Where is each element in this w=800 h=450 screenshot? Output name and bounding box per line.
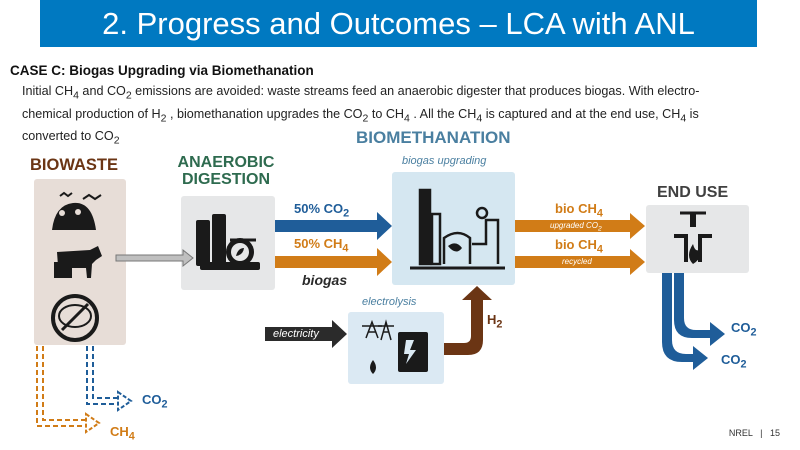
bio-ch4-bottom-label: bio CH4 <box>555 237 603 256</box>
intro-line-2: chemical production of H2 , biomethanati… <box>22 106 699 125</box>
upgraded-co2-label: upgraded CO2 <box>550 221 602 233</box>
co2-50-label: 50% CO2 <box>294 201 350 220</box>
food-waste-icon <box>52 191 102 230</box>
electricity-arrow <box>265 320 347 348</box>
electrolysis-label: electrolysis <box>362 296 417 308</box>
intro-text: Initial CH4 and CO2 emissions are avoide… <box>22 82 767 150</box>
end-use-icon <box>674 211 712 264</box>
petri-dish-icon <box>51 294 99 342</box>
co2-feed-arrow <box>275 212 392 240</box>
avoided-co2-dashed-arrow-outer <box>86 346 118 405</box>
biowaste-to-digester-arrow <box>115 248 194 268</box>
avoided-ch4-dashed-head <box>85 412 101 434</box>
h2-label: H2 <box>487 312 503 331</box>
bio-ch4-top-arrow <box>515 213 645 239</box>
biogas-upgrading-label: biogas upgrading <box>402 155 487 167</box>
avoided-ch4-dashed-arrow-outer <box>42 346 86 421</box>
avoided-co2-label: CO2 <box>142 392 168 411</box>
intro-line-3: converted to CO2 <box>22 129 120 147</box>
h2-arrow <box>444 286 492 355</box>
biogas-label: biogas <box>302 272 348 288</box>
intro-line-1: Initial CH4 and CO2 emissions are avoide… <box>22 84 700 102</box>
footer-org: NREL <box>728 428 753 438</box>
biowaste-label: BIOWASTE <box>30 156 119 174</box>
ch4-50-label: 50% CH4 <box>294 236 349 255</box>
biomethanation-plant-icon <box>410 188 505 270</box>
enduse-co2-arrow-a <box>674 273 725 346</box>
footer-separator: | <box>760 428 763 438</box>
page-number: 15 <box>769 428 780 438</box>
ch4-feed-arrow <box>275 248 392 276</box>
bio-ch4-top-label: bio CH4 <box>555 201 603 220</box>
end-use-label: END USE <box>657 184 729 201</box>
cow-icon <box>54 246 102 278</box>
footer: NREL | 15 <box>729 428 780 438</box>
electricity-label: electricity <box>273 328 319 340</box>
recycled-label: recycled <box>562 257 592 266</box>
case-title: CASE C: Biogas Upgrading via Biomethanat… <box>10 63 314 78</box>
bio-ch4-bottom-arrow <box>515 249 645 275</box>
avoided-co2-dashed-arrow <box>92 346 118 399</box>
enduse-co2-label-a: CO2 <box>731 320 757 339</box>
avoided-ch4-label: CH4 <box>110 424 135 443</box>
anaerobic-digester-icon <box>196 214 260 270</box>
enduse-co2-label-b: CO2 <box>721 352 747 371</box>
electrolysis-icon <box>362 319 428 374</box>
biomethanation-box <box>392 172 515 285</box>
biomethanation-label: BIOMETHANATION <box>356 128 511 147</box>
avoided-ch4-dashed-arrow <box>36 346 86 427</box>
end-use-box <box>646 205 749 273</box>
enduse-co2-arrow-b <box>662 273 708 370</box>
slide-title: 2. Progress and Outcomes – LCA with ANL <box>40 0 757 47</box>
avoided-co2-dashed-head <box>117 390 133 412</box>
